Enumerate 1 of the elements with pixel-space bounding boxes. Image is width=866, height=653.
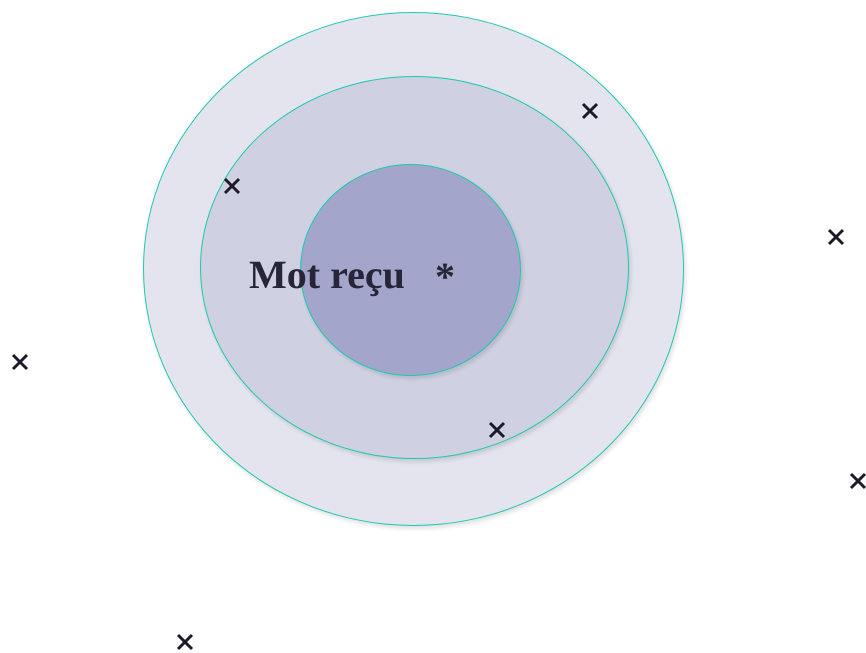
asterisk-mark: * — [435, 257, 455, 297]
